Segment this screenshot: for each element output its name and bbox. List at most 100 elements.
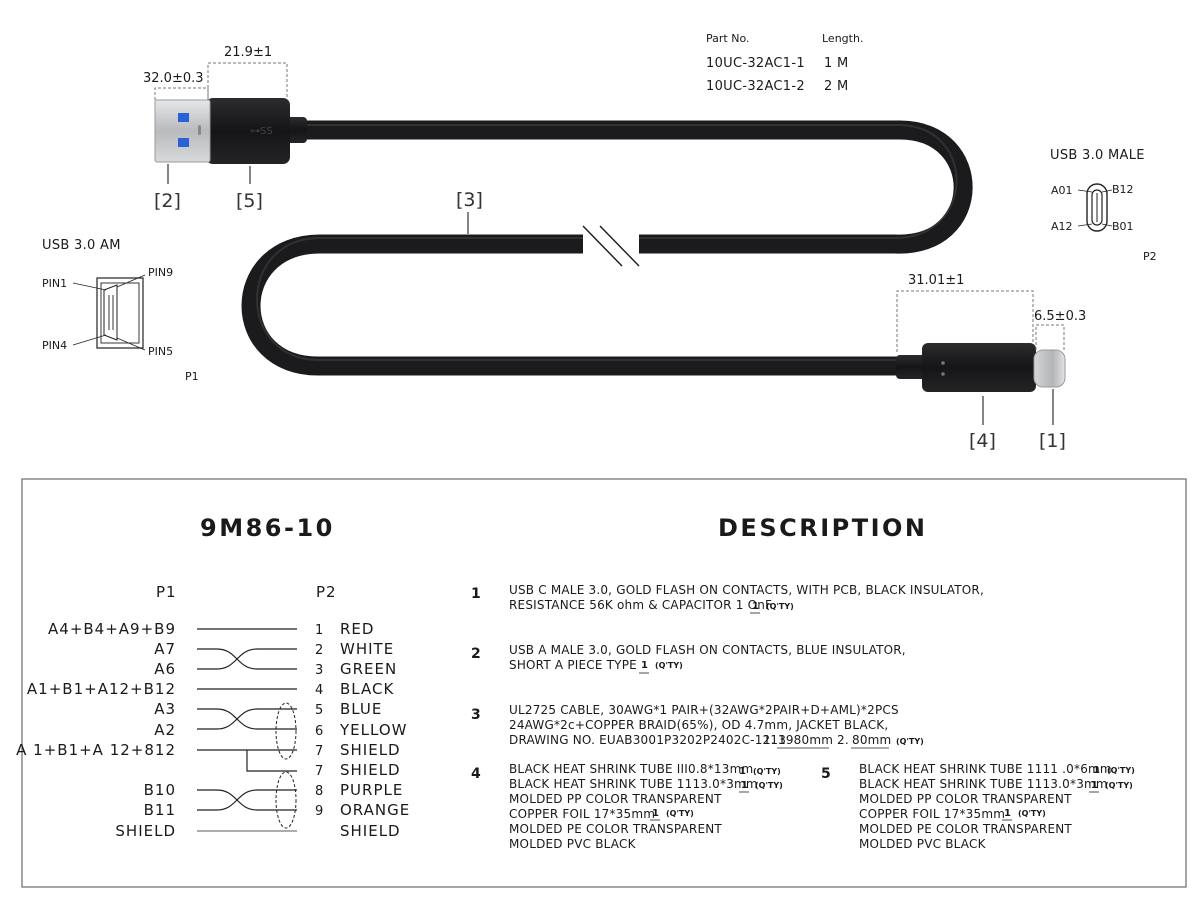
schematic-right-labels: RED WHITE GREEN BLACK BLUE YELLOW SHIELD…	[339, 620, 409, 840]
callout-4: [4]	[969, 430, 996, 452]
usb3-am-title: USB 3.0 AM	[42, 238, 121, 253]
wire-5-twisted	[197, 708, 297, 730]
item-4-line-4: COPPER FOIL 17*35mm	[509, 807, 655, 821]
usb-logo-icon: ⊶SS	[250, 126, 273, 137]
parts-table-header-length: Length.	[822, 32, 863, 45]
item-4-number: 4	[471, 766, 481, 782]
item-2-line-2: SHORT A PIECE TYPE	[509, 658, 637, 672]
item-5-qty-label-2: (Q'TY)	[1105, 781, 1133, 790]
item-4-qty-label-4: (Q'TY)	[666, 809, 694, 818]
description-title: DESCRIPTION	[718, 514, 928, 542]
usb3-am-pin5: PIN5	[148, 345, 173, 358]
wire-row-3-num: 3	[315, 663, 324, 678]
dim-usb-c-overmold: 31.01±1	[908, 273, 964, 288]
callout-2: [2]	[154, 190, 181, 212]
wire-row-4-num: 4	[315, 683, 324, 698]
wire-row-7-p1: A 1+B1+A 12+812	[16, 741, 176, 759]
wire-row-5-p1: A3	[154, 700, 176, 718]
parts-table-row-2-length: 2 M	[824, 79, 849, 94]
usb-c-strain-relief	[896, 355, 926, 379]
item-1-line-1: USB C MALE 3.0, GOLD FLASH ON CONTACTS, …	[509, 583, 984, 597]
usb3-male-ref: P2	[1143, 250, 1157, 263]
item-4-qty-label-1: (Q'TY)	[753, 767, 781, 776]
item-3-option-1: 1980mm	[778, 733, 833, 747]
description-item-2: 2 USB A MALE 3.0, GOLD FLASH ON CONTACTS…	[471, 643, 906, 674]
parts-table-row-1-part: 10UC-32AC1-1	[706, 56, 805, 71]
item-3-number: 3	[471, 707, 481, 723]
item-1-number: 1	[471, 586, 481, 602]
parts-table-row-2-part: 10UC-32AC1-2	[706, 79, 805, 94]
wire-row-10-p1: B11	[144, 801, 176, 819]
item-3-option-2-index: 2.	[837, 733, 849, 747]
wire-row-1-p1: A4+B4+A9+B9	[48, 620, 176, 638]
schematic-shield-ellipses	[275, 702, 297, 829]
item-5-qty-2: 1	[1091, 780, 1098, 791]
item-2-line-1: USB A MALE 3.0, GOLD FLASH ON CONTACTS, …	[509, 643, 906, 657]
wire-row-3-p1: A6	[154, 660, 176, 678]
dim-usb-a-plug: 32.0±0.3	[143, 71, 204, 86]
cable-illustration: ⊶SS	[154, 98, 1066, 392]
wire-row-2-p1: A7	[154, 640, 176, 658]
wire-row-5-num: 5	[315, 703, 324, 718]
parts-table-header-part: Part No.	[706, 32, 749, 45]
item-5-line-2: BLACK HEAT SHRINK TUBE 1113.0*3mm	[859, 777, 1108, 791]
item-5-number: 5	[821, 766, 831, 782]
wire-row-2-num: 2	[315, 643, 324, 658]
wire-8-twisted	[197, 789, 297, 811]
schematic-p1-label: P1	[156, 583, 177, 601]
wire-row-9-p1: B10	[144, 781, 176, 799]
schematic-left-labels: A4+B4+A9+B9 A7 A6 A1+B1+A12+B12 A3 A2 A …	[16, 620, 176, 840]
usb3-am-ref: P1	[185, 370, 199, 383]
cable-break-mark	[582, 225, 640, 267]
dimension-annotations: 32.0±0.3 21.9±1 31.01±1 6.5±0.3	[143, 45, 1086, 352]
item-1-qty-label: (Q'TY)	[766, 602, 794, 611]
description-item-3: 3 UL2725 CABLE, 30AWG*1 PAIR+(32AWG*2PAI…	[471, 703, 924, 749]
item-5-qty-label-1: (Q'TY)	[1107, 766, 1135, 775]
item-3-line-1: UL2725 CABLE, 30AWG*1 PAIR+(32AWG*2PAIR+…	[509, 703, 899, 717]
item-3-line-2: 24AWG*2c+COPPER BRAID(65%), OD 4.7mm, JA…	[509, 718, 888, 732]
usb3-male-title: USB 3.0 MALE	[1050, 148, 1145, 163]
usb3-am-pin1: PIN1	[42, 277, 67, 290]
usb-a-blue-insulator-top	[178, 113, 189, 122]
usb3-male-b01: B01	[1112, 220, 1134, 233]
wire-row-7-color: SHIELD	[340, 741, 401, 759]
dim-usb-a-overmold: 21.9±1	[224, 45, 272, 60]
item-2-number: 2	[471, 646, 481, 662]
wire-row-8-num: 7	[315, 764, 324, 779]
usb-a-metal-plug	[154, 99, 211, 163]
wire-row-11-p1: SHIELD	[115, 822, 176, 840]
usb3-am-pinout: USB 3.0 AM PIN1 PIN9 PIN4 PIN5 P1	[42, 238, 199, 383]
description-item-1: 1 USB C MALE 3.0, GOLD FLASH ON CONTACTS…	[471, 583, 984, 614]
item-3-option-2: 80mm	[852, 733, 891, 747]
wire-row-6-num: 6	[315, 724, 324, 739]
item-5-line-5: MOLDED PE COLOR TRANSPARENT	[859, 822, 1072, 836]
item-4-line-5: MOLDED PE COLOR TRANSPARENT	[509, 822, 722, 836]
wire-row-7-num: 7	[315, 744, 324, 759]
item-5-qty-label-4: (Q'TY)	[1018, 809, 1046, 818]
wire-6-twisted	[197, 708, 297, 730]
item-3-qty-label: (Q'TY)	[896, 737, 924, 746]
usb-a-face-icon	[96, 277, 144, 349]
item-4-line-1: BLACK HEAT SHRINK TUBE III0.8*13mm	[509, 762, 753, 776]
item-5-qty-4: 1	[1004, 808, 1011, 819]
item-5-line-1: BLACK HEAT SHRINK TUBE 1111 .0*6mm	[859, 762, 1112, 776]
item-5-qty-1: 1	[1093, 765, 1100, 776]
item-4-qty-4: 1	[652, 808, 659, 819]
item-5-line-3: MOLDED PP COLOR TRANSPARENT	[859, 792, 1072, 806]
parts-table: Part No. Length. 10UC-32AC1-1 1 M 10UC-3…	[706, 32, 863, 94]
item-2-qty: 1	[641, 660, 648, 671]
description-section: DESCRIPTION 1 USB C MALE 3.0, GOLD FLASH…	[471, 514, 1135, 851]
usb3-male-b12: B12	[1112, 183, 1134, 196]
usb3-male-a12: A12	[1051, 220, 1073, 233]
item-4-line-3: MOLDED PP COLOR TRANSPARENT	[509, 792, 722, 806]
wire-7-branch	[246, 750, 297, 772]
wiring-schematic: 9M86-10 P1 P2 A4+B4+A9+B9 A7 A6 A1+B1+A1…	[16, 514, 409, 840]
usb-a-strain-relief	[285, 117, 307, 143]
schematic-pin-numbers: 1 2 3 4 5 6 7 7 8 9	[315, 623, 324, 819]
schematic-title: 9M86-10	[200, 514, 335, 542]
wire-row-5-color: BLUE	[340, 700, 382, 718]
callouts: [2] [5] [3] [4] [1]	[154, 164, 1066, 452]
wire-9-twisted	[197, 789, 297, 811]
item-5-line-4: COPPER FOIL 17*35mm	[859, 807, 1005, 821]
